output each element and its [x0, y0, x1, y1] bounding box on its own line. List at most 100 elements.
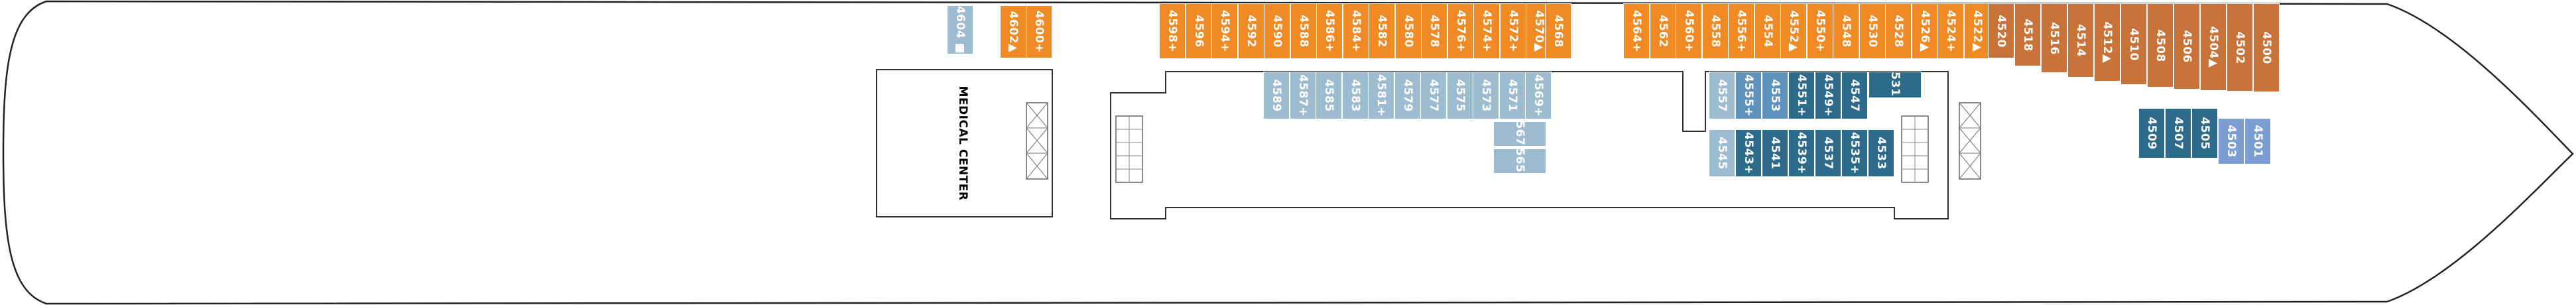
cabin[interactable]: 4574+ — [1473, 3, 1500, 59]
cabin[interactable]: 4577 — [1420, 72, 1447, 119]
cabin[interactable]: 4509 — [2138, 108, 2165, 158]
cabin-number: 4550+ — [1813, 9, 1827, 53]
cabin[interactable]: 4520 — [1988, 3, 2014, 58]
cabin[interactable]: 4594+ — [1211, 3, 1238, 59]
cabin-number: 4535+ — [1848, 131, 1861, 175]
cabin[interactable]: 4573 — [1473, 72, 1499, 119]
cabin[interactable]: 4568 — [1545, 3, 1571, 59]
cabin[interactable]: 4581+ — [1368, 72, 1394, 119]
cabin-number: 4552▲ — [1787, 10, 1800, 52]
cabin[interactable]: 4547 — [1841, 72, 1868, 119]
cabin[interactable]: 4552▲ — [1780, 3, 1807, 59]
cabin[interactable]: 4564+ — [1623, 3, 1650, 59]
cabin[interactable]: 4582 — [1369, 3, 1395, 59]
cabin[interactable]: 4530 — [1859, 3, 1886, 59]
cabin[interactable]: 4526▲ — [1912, 3, 1938, 59]
cabin[interactable]: 4545 — [1709, 129, 1735, 177]
cabin[interactable]: 4587+ — [1290, 72, 1316, 119]
cabin[interactable]: 4500 — [2253, 3, 2280, 92]
cabin-number: 4507 — [2172, 117, 2185, 150]
stairs-icon — [1115, 115, 1143, 183]
cabin[interactable]: 4584+ — [1343, 3, 1369, 59]
cabin[interactable]: 4600+ — [1026, 5, 1052, 58]
cabin-number: 4562 — [1656, 15, 1670, 48]
cabin[interactable]: 4588 — [1290, 3, 1317, 59]
cabin[interactable]: 4533 — [1868, 129, 1894, 177]
cabin-number: 4554 — [1761, 15, 1774, 48]
cabin[interactable]: 4531+ — [1869, 72, 1922, 98]
cabin[interactable]: 4549+ — [1815, 72, 1841, 119]
cabin[interactable]: 4550+ — [1807, 3, 1833, 59]
cabin[interactable]: 4512▲ — [2094, 3, 2120, 82]
cabin-number: 4560+ — [1682, 9, 1695, 53]
cabin[interactable]: 4501 — [2244, 118, 2271, 164]
cabin[interactable]: 4528 — [1885, 3, 1912, 59]
cabin[interactable]: 4539+ — [1788, 129, 1815, 177]
cabin-number: 4572+ — [1506, 9, 1520, 53]
cabin-number: 4522▲ — [1971, 10, 1984, 52]
cabin[interactable]: 4503 — [2218, 118, 2244, 164]
cabin[interactable]: 4554 — [1754, 3, 1781, 59]
cabin[interactable]: 4505 — [2191, 108, 2218, 158]
cabin[interactable]: 4516 — [2041, 3, 2067, 73]
cabin[interactable]: 4560+ — [1676, 3, 1702, 59]
cabin[interactable]: 4541 — [1762, 129, 1788, 177]
cabin-number: 4533 — [1874, 137, 1888, 170]
cabin-number: 4553 — [1768, 79, 1782, 112]
cabin-number: 4602▲ — [1007, 11, 1020, 53]
cabin[interactable]: 4604 ■ — [947, 5, 973, 54]
cabin-number: 4551+ — [1795, 74, 1808, 117]
cabin[interactable]: 4578 — [1421, 3, 1447, 59]
cabin[interactable]: 4585 — [1316, 72, 1342, 119]
cabin[interactable]: 4558 — [1702, 3, 1729, 59]
cabin[interactable]: 4576+ — [1447, 3, 1474, 59]
cabin[interactable]: 4598+ — [1159, 3, 1186, 59]
cabin-number: 4582 — [1375, 15, 1388, 48]
cabin-number: 4586+ — [1323, 9, 1336, 53]
cabin-number: 4576+ — [1454, 9, 1467, 53]
cabin[interactable]: 4596 — [1186, 3, 1212, 59]
cabin[interactable]: 4537 — [1815, 129, 1841, 177]
cabin[interactable]: 4507 — [2165, 108, 2191, 158]
cabin[interactable]: 4514 — [2067, 3, 2094, 78]
cabin[interactable]: 4572+ — [1500, 3, 1526, 59]
cabin[interactable]: 4535+ — [1841, 129, 1868, 177]
cabin-number: 4585 — [1322, 79, 1335, 112]
cabin[interactable]: 4543+ — [1735, 129, 1762, 177]
cabin[interactable]: 4518 — [2014, 3, 2041, 66]
cabin-number: 4505 — [2198, 117, 2211, 150]
cabin[interactable]: 4565+ — [1493, 149, 1546, 174]
cabin[interactable]: 4592 — [1238, 3, 1264, 59]
cabin[interactable]: 4583 — [1342, 72, 1369, 119]
cabin[interactable]: 4562 — [1650, 3, 1676, 59]
cabin[interactable]: 4510 — [2120, 3, 2147, 85]
cabin[interactable]: 4502 — [2227, 3, 2253, 91]
cabin[interactable]: 4524+ — [1937, 3, 1964, 59]
cabin[interactable]: 4506 — [2174, 3, 2200, 90]
cabin-number: 4578 — [1428, 15, 1441, 48]
cabin[interactable]: 4569+ — [1525, 72, 1552, 119]
cabin[interactable]: 4556+ — [1728, 3, 1754, 59]
cabin[interactable]: 4567+ — [1493, 121, 1546, 147]
cabin[interactable]: 4522▲ — [1964, 3, 1991, 59]
cabin[interactable]: 4551+ — [1788, 72, 1815, 119]
cabin-number: 4557 — [1715, 79, 1729, 112]
cabin[interactable]: 4557 — [1709, 72, 1735, 119]
cabin[interactable]: 4589 — [1263, 72, 1290, 119]
cabin[interactable]: 4508 — [2147, 3, 2174, 88]
cabin[interactable]: 4548 — [1833, 3, 1859, 59]
cabin[interactable]: 4555+ — [1735, 72, 1762, 119]
cabin-number: 4577 — [1427, 79, 1440, 112]
cabin[interactable]: 4602▲ — [1000, 5, 1026, 58]
cabin[interactable]: 4579 — [1394, 72, 1421, 119]
cabin[interactable]: 4586+ — [1316, 3, 1343, 59]
cabin-number: 4500 — [2260, 31, 2273, 64]
cabin[interactable]: 4571 — [1499, 72, 1526, 119]
cabin[interactable]: 4580 — [1395, 3, 1422, 59]
cabin[interactable]: 4553 — [1762, 72, 1788, 119]
cabin[interactable]: 4504▲ — [2200, 3, 2227, 91]
cabin-number: 4592 — [1245, 15, 1258, 48]
cabin[interactable]: 4590 — [1264, 3, 1290, 59]
cabin[interactable]: 4575 — [1447, 72, 1473, 119]
cabin-number: 4571 — [1506, 79, 1519, 112]
